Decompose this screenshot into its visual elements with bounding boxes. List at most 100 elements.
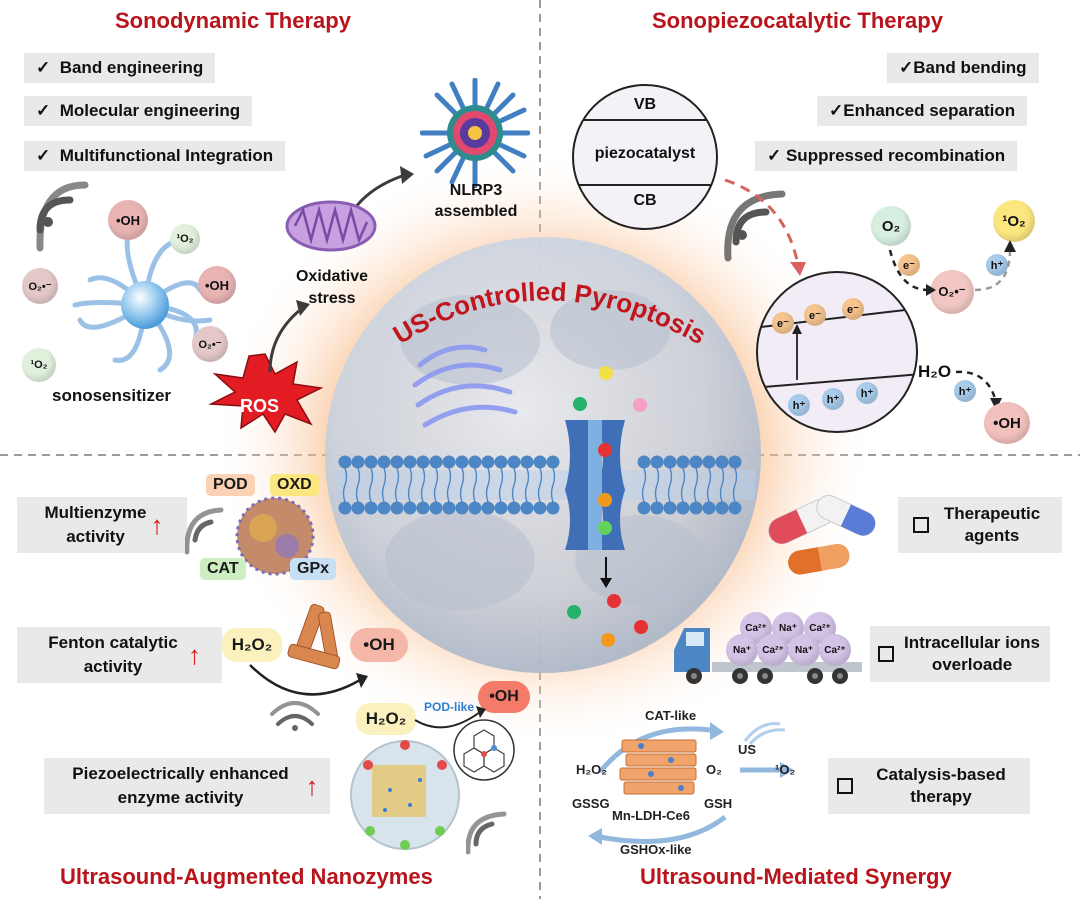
singlet-o2-cycle-label: ¹O₂ bbox=[775, 762, 796, 777]
pod-like-label: POD-like bbox=[424, 700, 475, 714]
lipid-head bbox=[702, 501, 716, 515]
ion-dots bbox=[567, 366, 648, 647]
lipid-tail bbox=[693, 467, 699, 503]
box-fenton-activity: Fenton catalytic activity ↑ bbox=[17, 627, 222, 683]
water-label: H₂O bbox=[918, 362, 952, 381]
dashed-arrow-to-bands bbox=[724, 178, 806, 276]
lipid-tail bbox=[641, 467, 647, 503]
hole-1: h⁺ bbox=[788, 394, 810, 416]
hydroxyl-pill-1: •OH bbox=[350, 628, 408, 662]
us-waves-small bbox=[743, 722, 786, 746]
box-catalysis-therapy: Catalysis-based therapy bbox=[828, 758, 1030, 814]
lipid-head bbox=[663, 455, 677, 469]
check-enhanced-separation: ✓Enhanced separation bbox=[817, 96, 1028, 126]
us-label: US bbox=[738, 742, 757, 757]
sonosensitizer-illustration bbox=[36, 181, 213, 373]
vb-label: VB bbox=[633, 96, 657, 113]
title-synergy: Ultrasound-Mediated Synergy bbox=[640, 864, 952, 889]
ros-burst bbox=[208, 353, 324, 434]
h2o2-pill-2: H₂O₂ bbox=[356, 703, 416, 735]
lipid-tail bbox=[680, 467, 686, 503]
lipid-head bbox=[390, 455, 404, 469]
check-molecular-engineering: ✓ Molecular engineering bbox=[24, 96, 253, 126]
ultrasound-wave-icon bbox=[36, 181, 89, 252]
nanozyme-cluster bbox=[185, 496, 315, 576]
lipid-head bbox=[637, 501, 651, 515]
lipid-head bbox=[338, 501, 352, 515]
lipid-head bbox=[442, 501, 456, 515]
lipid-tail bbox=[433, 467, 439, 503]
check-band-engineering: ✓ Band engineering bbox=[24, 53, 216, 83]
lipid-head bbox=[728, 455, 742, 469]
lipid-head bbox=[338, 455, 352, 469]
gssg-label: GSSG bbox=[572, 796, 610, 811]
lipid-head bbox=[494, 501, 508, 515]
increase-arrow-icon: ↑ bbox=[150, 510, 164, 540]
ion-ca-3: Ca²⁺ bbox=[757, 634, 789, 666]
cb-label: CB bbox=[633, 192, 657, 209]
hole-transfer: h⁺ bbox=[986, 254, 1008, 276]
lipid-head bbox=[442, 455, 456, 469]
lipid-tail bbox=[719, 467, 725, 503]
check-band-bending: ✓Band bending bbox=[887, 53, 1039, 83]
ros-generation-arrows bbox=[888, 240, 1016, 410]
lipid-head bbox=[403, 455, 417, 469]
hydroxyl-ball-right: •OH bbox=[984, 402, 1030, 444]
lipid-tail bbox=[368, 467, 374, 503]
lipid-tail bbox=[381, 467, 387, 503]
lipid-tail bbox=[511, 467, 517, 503]
oxygen-ball: O₂ bbox=[871, 206, 911, 246]
catalysis-cycle-arrows bbox=[588, 722, 794, 845]
lipid-head bbox=[468, 455, 482, 469]
lipid-tail bbox=[342, 467, 348, 503]
lipid-head bbox=[351, 501, 365, 515]
title-nanozymes: Ultrasound-Augmented Nanozymes bbox=[60, 864, 433, 889]
lipid-head bbox=[481, 501, 495, 515]
species-superoxide-1: O₂•⁻ bbox=[22, 268, 58, 304]
mn-ldh-ce6-label: Mn-LDH-Ce6 bbox=[612, 808, 690, 823]
electron-3: e⁻ bbox=[842, 298, 864, 320]
box-multienzyme-activity: Multienzyme activity ↑ bbox=[17, 497, 187, 553]
increase-arrow-icon: ↑ bbox=[188, 640, 201, 670]
species-hydroxyl-1: •OH bbox=[108, 200, 148, 240]
lipid-head bbox=[520, 455, 534, 469]
truck-icon bbox=[674, 628, 862, 684]
lipid-head bbox=[715, 501, 729, 515]
title-sonopiezocatalytic: Sonopiezocatalytic Therapy bbox=[652, 8, 943, 33]
check-suppressed-recombination: ✓ Suppressed recombination bbox=[755, 141, 1018, 171]
species-singlet-oxygen-2: ¹O₂ bbox=[22, 348, 56, 382]
lipid-tail bbox=[407, 467, 413, 503]
lipid-head bbox=[416, 455, 430, 469]
piezo-nanozyme-sphere bbox=[350, 740, 460, 850]
enzyme-cat: CAT bbox=[200, 558, 246, 580]
ultrasound-wave-icon-bottom bbox=[466, 811, 507, 855]
lipid-tail bbox=[498, 467, 504, 503]
lipid-head bbox=[364, 501, 378, 515]
lipid-head bbox=[650, 501, 664, 515]
o2-cycle-label: O₂ bbox=[706, 762, 722, 777]
singlet-oxygen-ball: ¹O₂ bbox=[993, 200, 1035, 242]
pod-arrow bbox=[414, 706, 486, 729]
lipid-tail bbox=[654, 467, 660, 503]
checkbox-icon bbox=[913, 517, 929, 533]
lipid-head bbox=[429, 501, 443, 515]
ros-label: ROS bbox=[240, 396, 280, 416]
lipid-head bbox=[650, 455, 664, 469]
fenton-arrow bbox=[249, 664, 368, 696]
lipid-head bbox=[676, 455, 690, 469]
ion-channel bbox=[565, 420, 625, 550]
lipid-head bbox=[351, 455, 365, 469]
lipid-head bbox=[416, 501, 430, 515]
ros-pathway-arrows bbox=[268, 166, 414, 373]
box-piezo-enzyme-activity: Piezoelectrically enhanced enzyme activi… bbox=[44, 758, 330, 814]
nlrp3-inflammasome-icon bbox=[420, 78, 530, 188]
species-singlet-oxygen-1: ¹O₂ bbox=[170, 224, 200, 254]
gsh-label: GSH bbox=[704, 796, 733, 811]
lipid-head bbox=[364, 455, 378, 469]
lipid-head bbox=[702, 455, 716, 469]
lipid-head bbox=[546, 501, 560, 515]
cat-like-label: CAT-like bbox=[645, 708, 697, 723]
ultrasound-wave-icon-small bbox=[270, 701, 320, 731]
piezocatalyst-band-diagram bbox=[572, 84, 718, 230]
